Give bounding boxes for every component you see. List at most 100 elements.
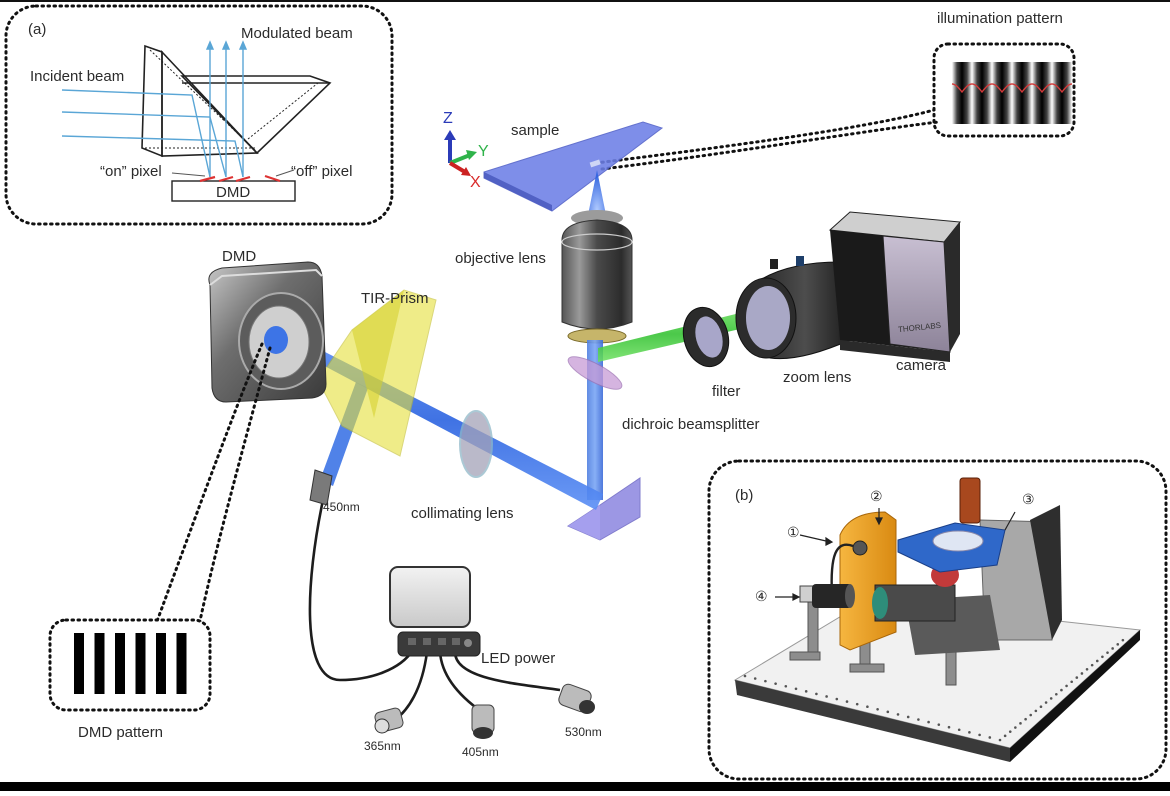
breadboard-hole — [1070, 680, 1073, 684]
dmd-pattern-inset — [48, 618, 212, 712]
modulated-beam-label: Modulated beam — [241, 25, 353, 42]
breadboard-hole — [1019, 722, 1022, 725]
breadboard-hole — [1065, 684, 1068, 688]
breadboard-hole — [957, 728, 961, 732]
breadboard-hole — [764, 679, 767, 683]
breadboard-hole — [835, 697, 839, 701]
filter-label: filter — [712, 383, 741, 400]
x-axis-label: X — [470, 174, 481, 191]
panel-b-label: (b) — [735, 487, 754, 504]
dmd-pattern-connector-a — [148, 342, 264, 642]
breadboard-hole — [855, 702, 859, 706]
y-axis-label: Y — [478, 143, 489, 160]
led-head-405 — [471, 704, 495, 739]
inset-connector-bottom — [600, 120, 940, 171]
x-axis-arrow — [448, 161, 467, 174]
breadboard-hole — [988, 736, 992, 739]
breadboard-hole — [1060, 688, 1063, 692]
breadboard-hole — [774, 682, 777, 685]
sample-label: sample — [511, 122, 560, 139]
breadboard-hole — [1116, 643, 1120, 646]
breadboard-hole — [1024, 717, 1027, 721]
zoom-lens — [735, 256, 851, 360]
wavelength-450-label: 450nm — [323, 500, 360, 514]
led-power-label: LED power — [481, 650, 556, 667]
breadboard-hole — [1095, 659, 1099, 663]
panel-a-border — [4, 4, 394, 226]
sample-slide — [483, 121, 664, 212]
dmd-device — [208, 261, 327, 403]
dmd-chip-schematic — [171, 180, 296, 202]
z-axis-label: Z — [443, 110, 453, 127]
modulated-beams — [205, 40, 248, 177]
dmd-pattern-label: DMD pattern — [78, 724, 164, 741]
inset-connector-top — [594, 108, 936, 165]
breadboard-hole — [845, 700, 849, 703]
breadboard-hole — [998, 738, 1002, 742]
breadboard-hole — [906, 715, 910, 719]
dmd-pattern-bar — [115, 633, 125, 694]
dmd-pattern-bars — [74, 633, 187, 694]
breadboard-hole — [1055, 692, 1058, 696]
dmd-pattern-bar — [94, 633, 105, 694]
micromirrors — [199, 174, 281, 183]
wavelength-405-label: 405nm — [462, 745, 499, 759]
breadboard-hole — [1049, 697, 1053, 700]
breadboard-hole — [1044, 701, 1048, 704]
marker-3: ③ — [1022, 491, 1035, 507]
collimating-lens — [459, 410, 493, 478]
breadboard-hole — [896, 713, 900, 716]
objective-lens — [561, 170, 633, 344]
incident-beam-label: Incident beam — [30, 68, 125, 85]
breadboard-hole — [804, 690, 808, 693]
breadboard-hole — [927, 720, 930, 724]
collimating-lens-label: collimating lens — [411, 505, 514, 522]
breadboard-hole — [978, 733, 981, 737]
panel-b-border — [707, 459, 1168, 781]
breadboard-hole — [1039, 705, 1043, 709]
breadboard-hole — [784, 684, 788, 688]
zoom-lens-label: zoom lens — [783, 369, 852, 386]
breadboard-hole — [1090, 663, 1094, 667]
dichroic-beamsplitter — [567, 356, 623, 390]
breadboard-hole — [794, 687, 798, 691]
marker-2: ② — [870, 488, 883, 504]
intensity-profile-curve — [951, 83, 1073, 94]
led-power-box — [389, 566, 481, 657]
breadboard-hole — [1101, 655, 1104, 659]
dmd-pattern-bar — [156, 633, 166, 694]
mirror-prism — [566, 477, 641, 541]
breadboard-hole — [876, 707, 879, 711]
illumination-stripes — [952, 62, 1072, 124]
dmd-schematic-label: DMD — [216, 184, 251, 201]
off-pixel-label: “off” pixel — [291, 163, 353, 180]
dmd-label: DMD — [222, 248, 257, 265]
illumination-pattern-label: illumination pattern — [937, 10, 1063, 27]
breadboard-hole — [825, 695, 828, 698]
led-head-365 — [374, 707, 404, 734]
breadboard-hole — [1014, 726, 1017, 729]
panel-a — [4, 4, 394, 226]
breadboard-hole — [1003, 734, 1007, 738]
breadboard-hole — [1075, 676, 1079, 679]
breadboard-hole — [917, 718, 920, 721]
breadboard-hole — [886, 710, 890, 714]
breadboard-hole — [1008, 730, 1012, 733]
breadboard-holes — [743, 638, 1125, 742]
objective-lens-label: objective lens — [455, 250, 546, 267]
breadboard-hole — [947, 725, 951, 729]
y-axis-arrow — [449, 153, 471, 165]
dichroic-beamsplitter-label: dichroic beamsplitter — [622, 416, 760, 433]
marker-4: ④ — [755, 588, 768, 604]
dmd-pattern-bar — [74, 633, 84, 694]
tir-prism — [317, 289, 437, 457]
tir-prism-label: TIR-Prism — [361, 290, 429, 307]
top-border — [0, 0, 1170, 2]
bottom-border — [0, 782, 1170, 791]
breadboard-hole — [1085, 667, 1089, 671]
breadboard-hole — [1029, 713, 1033, 717]
breadboard-hole — [743, 674, 747, 678]
breadboard-hole — [968, 731, 971, 734]
